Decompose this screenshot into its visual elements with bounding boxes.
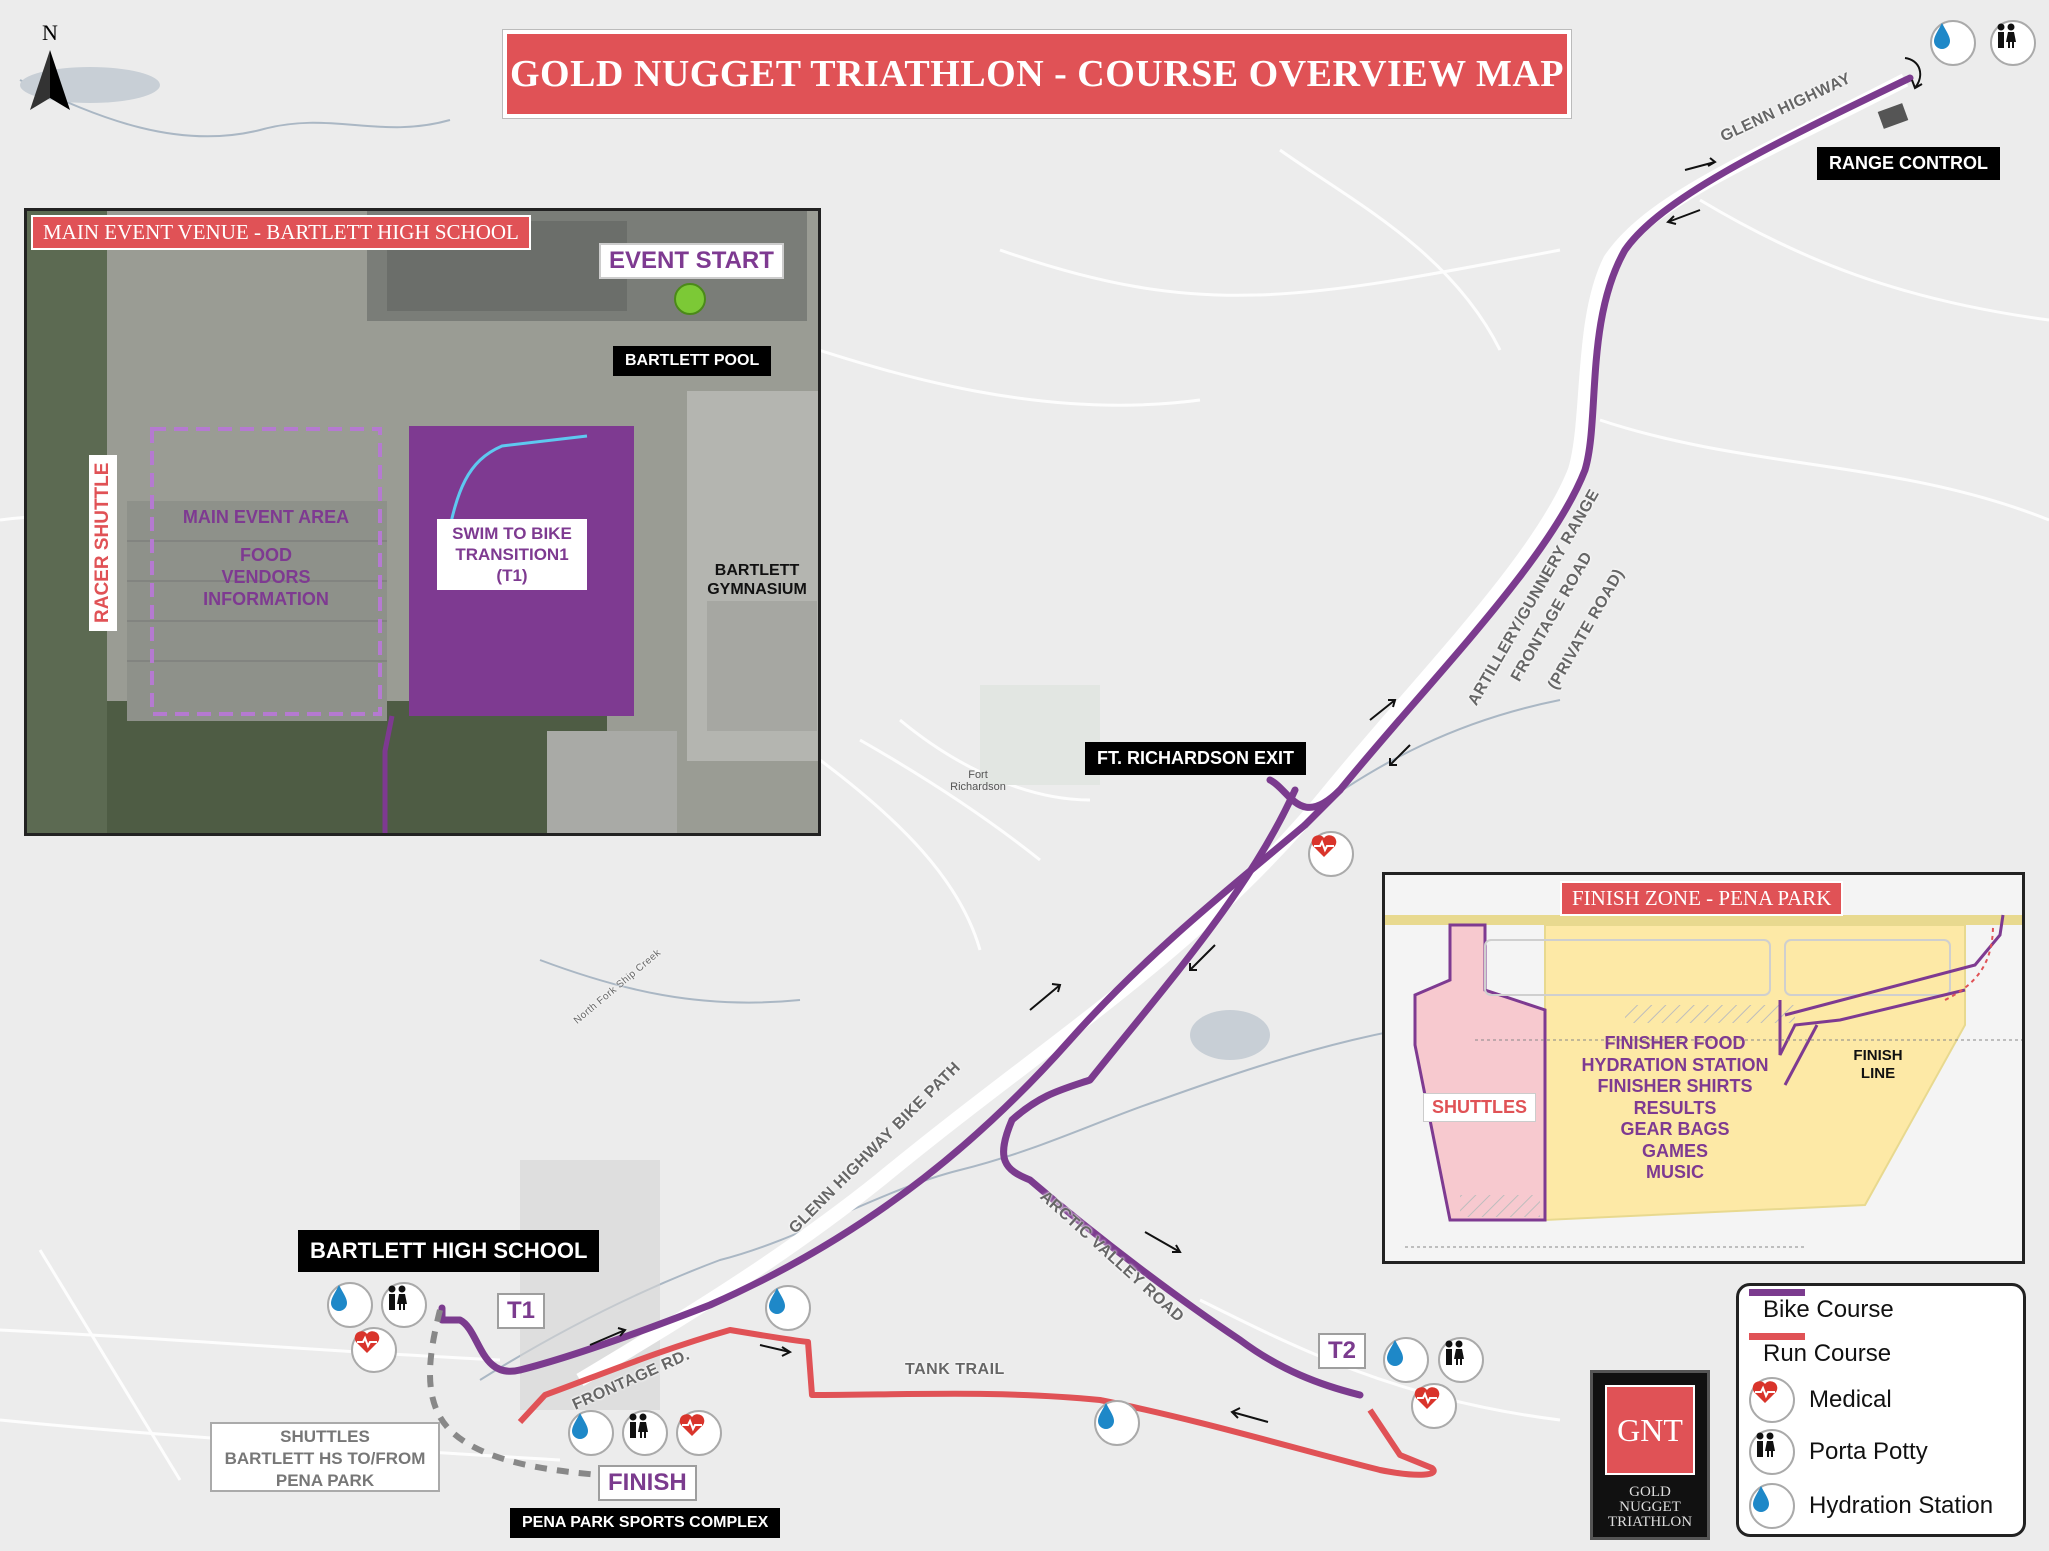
- glenn-highway-road: [576, 73, 1909, 1387]
- gymnasium-label: BARTLETT GYMNASIUM: [697, 561, 817, 599]
- hydration-icon: [568, 1410, 614, 1456]
- bartlett-pool-label: BARTLETT POOL: [613, 346, 772, 376]
- tank-trail-label: TANK TRAIL: [905, 1361, 1005, 1378]
- service-item: RESULTS: [1633, 1097, 1717, 1118]
- service-item: GEAR BAGS: [1620, 1119, 1730, 1139]
- food-label: FOOD: [240, 545, 292, 565]
- service-item: MUSIC: [1646, 1162, 1704, 1182]
- fort-label-2: Richardson: [950, 781, 1006, 793]
- gnt-logo-text: GOLD NUGGET TRIATHLON: [1593, 1485, 1707, 1530]
- shuttles-note-line-3: PENA PARK: [275, 1471, 375, 1490]
- shuttles-note-line-1: SHUTTLES: [280, 1427, 370, 1446]
- finish-zone-plan: [1385, 875, 2022, 1261]
- hydration-icon: [327, 1282, 373, 1328]
- legend-medical: Medical: [1749, 1377, 1892, 1423]
- shuttles-note: SHUTTLES BARTLETT HS TO/FROM PENA PARK: [210, 1422, 440, 1492]
- service-item: FINISHER SHIRTS: [1597, 1076, 1753, 1096]
- direction-arrows: [589, 57, 1923, 1423]
- event-start-label: EVENT START: [599, 243, 784, 279]
- venue-inset-title: MAIN EVENT VENUE - BARTLETT HIGH SCHOOL: [31, 215, 531, 250]
- t2-label: T2: [1318, 1333, 1367, 1369]
- pena-park-label: PENA PARK SPORTS COMPLEX: [510, 1508, 781, 1538]
- legend-bike-label: Bike Course: [1763, 1296, 1894, 1323]
- pond: [1190, 1010, 1270, 1060]
- run-course-swatch: [1749, 1333, 1805, 1340]
- medical-icon: [1749, 1377, 1795, 1423]
- range-control-marker: [1877, 103, 1909, 129]
- legend: Bike Course Run Course Medical Porta Pot…: [1736, 1283, 2026, 1537]
- finish-inset: FINISH ZONE - PENA PARK SHUTTLES FINISHE…: [1382, 872, 2025, 1264]
- legend-run-label: Run Course: [1763, 1340, 1892, 1367]
- service-item: FINISHER FOOD: [1604, 1033, 1746, 1053]
- bike-course-swatch: [1749, 1289, 1805, 1296]
- legend-run: Run Course: [1749, 1332, 1891, 1376]
- legend-hydration-label: Hydration Station: [1809, 1492, 1994, 1519]
- t1-label: T1: [497, 1293, 546, 1329]
- t1-line-1: SWIM TO BIKE: [452, 524, 572, 543]
- bike-course: [438, 74, 1914, 1399]
- run-course: [517, 1327, 1437, 1478]
- porta-potty-icon: [1749, 1429, 1795, 1475]
- finish-line-label: FINISH LINE: [1843, 1047, 1913, 1083]
- medical-icon: [1308, 831, 1354, 877]
- finish-inset-title: FINISH ZONE - PENA PARK: [1560, 881, 1844, 916]
- venue-inset: MAIN EVENT VENUE - BARTLETT HIGH SCHOOL …: [24, 208, 821, 836]
- legend-porta-potty-label: Porta Potty: [1809, 1438, 1928, 1465]
- porta-potty-icon: [1438, 1337, 1484, 1383]
- fort-richardson-area: [980, 685, 1100, 785]
- legend-porta-potty: Porta Potty: [1749, 1429, 1928, 1475]
- map-title: GOLD NUGGET TRIATHLON - COURSE OVERVIEW …: [503, 30, 1571, 118]
- north-arrow-icon: [30, 50, 70, 110]
- legend-medical-label: Medical: [1809, 1386, 1892, 1413]
- shuttles-note-line-2: BARTLETT HS TO/FROM: [224, 1449, 426, 1468]
- hydration-icon: [765, 1285, 811, 1331]
- hydration-icon: [1930, 20, 1976, 66]
- gnt-logo-mark: GNT: [1605, 1385, 1695, 1475]
- bartlett-hs-label: BARTLETT HIGH SCHOOL: [298, 1230, 600, 1272]
- main-event-area: MAIN EVENT AREA FOOD VENDORS INFORMATION: [152, 506, 380, 610]
- information-label: INFORMATION: [203, 589, 329, 609]
- main-event-area-label: MAIN EVENT AREA: [182, 507, 350, 527]
- finish-line-2: LINE: [1860, 1065, 1896, 1082]
- hydration-icon: [1383, 1337, 1429, 1383]
- porta-potty-icon: [381, 1282, 427, 1328]
- racer-shuttle-label: RACER SHUTTLE: [89, 454, 117, 631]
- finish-label: FINISH: [598, 1465, 697, 1501]
- ft-richardson-exit-label: FT. RICHARDSON EXIT: [1085, 742, 1307, 775]
- finish-line-1: FINISH: [1853, 1047, 1903, 1064]
- legend-bike: Bike Course: [1749, 1288, 1894, 1332]
- shuttles-zone-label: SHUTTLES: [1423, 1093, 1537, 1122]
- medical-icon: [676, 1410, 722, 1456]
- t1-line-2: TRANSITION1: [455, 545, 569, 564]
- service-item: GAMES: [1641, 1140, 1708, 1161]
- logo-line-1: GOLD: [1629, 1484, 1671, 1500]
- t1-transition-box: SWIM TO BIKE TRANSITION1 (T1): [437, 519, 587, 590]
- t1-line-3: (T1): [496, 566, 528, 585]
- medical-icon: [1411, 1383, 1457, 1429]
- fort-richardson-label: Fort Richardson: [948, 769, 1008, 793]
- gym-line-1: BARTLETT: [714, 562, 800, 579]
- gnt-logo: GNT GOLD NUGGET TRIATHLON: [1590, 1370, 1710, 1540]
- finish-services-list: FINISHER FOOD HYDRATION STATION FINISHER…: [1550, 1033, 1800, 1184]
- legend-hydration: Hydration Station: [1749, 1483, 1994, 1529]
- logo-line-2: NUGGET: [1619, 1499, 1681, 1515]
- hydration-icon: [1749, 1483, 1795, 1529]
- logo-line-3: TRIATHLON: [1607, 1514, 1693, 1530]
- porta-potty-icon: [622, 1410, 668, 1456]
- venue-aerial: [27, 211, 818, 833]
- service-item: HYDRATION STATION: [1581, 1054, 1769, 1075]
- vendors-label: VENDORS: [221, 567, 311, 587]
- range-control-label: RANGE CONTROL: [1817, 147, 2000, 180]
- porta-potty-icon: [1990, 20, 2036, 66]
- north-label: N: [42, 20, 58, 45]
- hydration-icon: [1094, 1400, 1140, 1446]
- fort-label-1: Fort: [968, 769, 988, 781]
- gym-line-2: GYMNASIUM: [707, 581, 807, 598]
- medical-icon: [351, 1327, 397, 1373]
